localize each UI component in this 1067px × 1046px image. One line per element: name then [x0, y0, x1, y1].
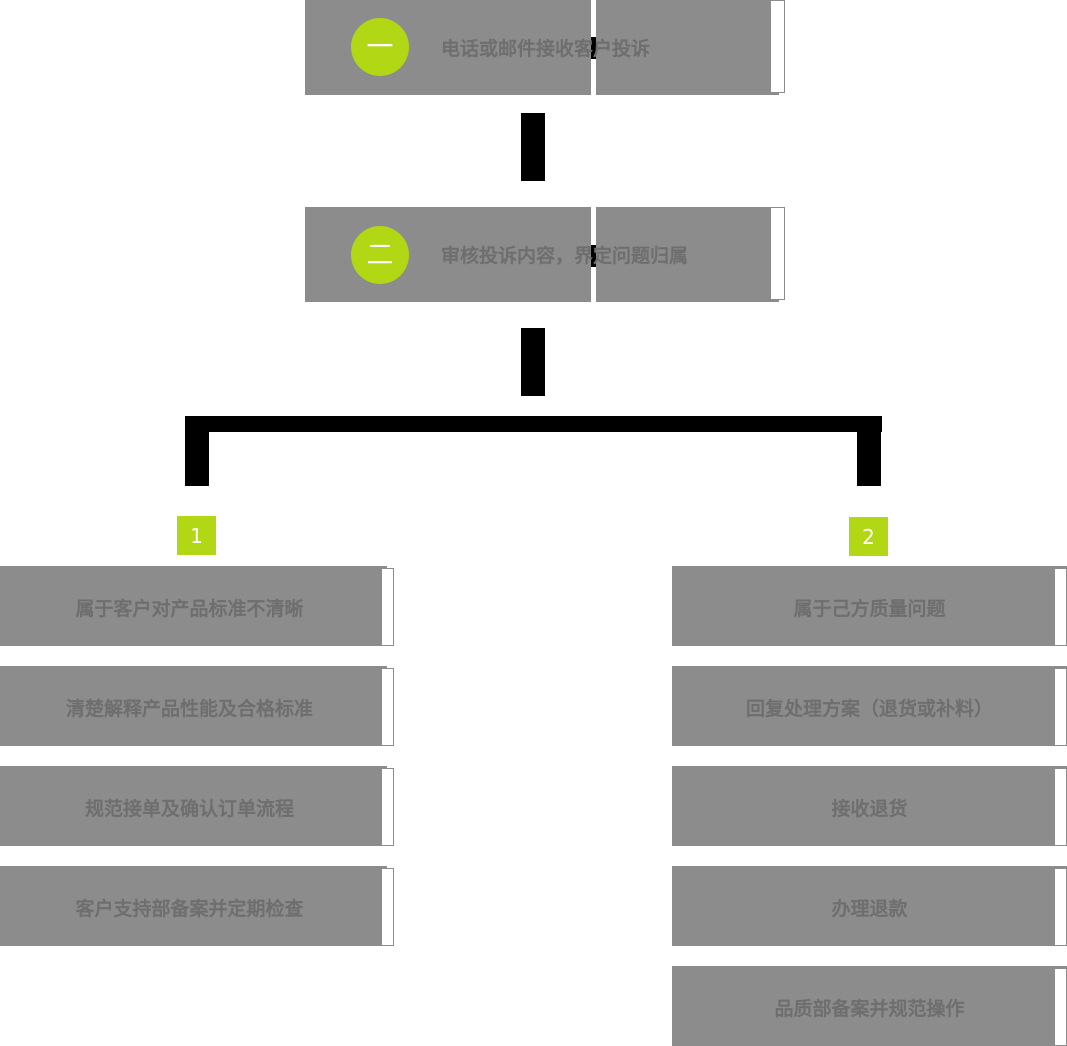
- header-node-2-tick: [591, 245, 596, 267]
- header-node-2-label: 审核投诉内容，界定问题归属: [441, 245, 689, 267]
- split-bracket-right-arm: [857, 416, 881, 486]
- connector-node1-node2: [521, 113, 545, 181]
- branch-badge-2: 2: [849, 517, 888, 556]
- step-box[interactable]: [672, 666, 1067, 746]
- step-label: 接收退货: [831, 798, 908, 820]
- step-box[interactable]: [672, 866, 1067, 946]
- step-box[interactable]: [672, 566, 1067, 646]
- step-label: 品质部备案并规范操作: [774, 998, 965, 1020]
- step-box-tab: [381, 668, 394, 746]
- header-node-1-tick: [591, 37, 596, 59]
- connector-node2-split: [521, 328, 545, 396]
- header-node-2-marker-icon: 二: [351, 226, 409, 284]
- header-node-1-marker-icon: 一: [351, 18, 409, 76]
- header-node-1-tab: [770, 0, 785, 93]
- step-label: 回复处理方案（退货或补料）: [745, 698, 993, 720]
- step-label: 属于己方质量问题: [793, 598, 946, 620]
- split-bracket-left-arm: [185, 416, 209, 486]
- step-box-tab: [381, 768, 394, 846]
- step-box-tab: [381, 868, 394, 946]
- header-node-1-label: 电话或邮件接收客户投诉: [441, 38, 651, 60]
- step-box-tab: [381, 568, 394, 646]
- step-box[interactable]: [672, 766, 1067, 846]
- step-box[interactable]: [0, 766, 387, 846]
- step-label: 清楚解释产品性能及合格标准: [65, 698, 313, 720]
- split-bracket-horizontal: [185, 416, 882, 432]
- step-label: 属于客户对产品标准不清晰: [75, 598, 304, 620]
- branch-badge-1: 1: [177, 516, 216, 555]
- step-box[interactable]: [0, 566, 387, 646]
- header-node-2-tab: [770, 207, 785, 300]
- step-label: 规范接单及确认订单流程: [84, 798, 294, 820]
- step-label: 客户支持部备案并定期检查: [75, 898, 304, 920]
- step-box[interactable]: [0, 866, 387, 946]
- step-label: 办理退款: [831, 898, 908, 920]
- step-box[interactable]: [0, 666, 387, 746]
- step-box[interactable]: [672, 966, 1067, 1046]
